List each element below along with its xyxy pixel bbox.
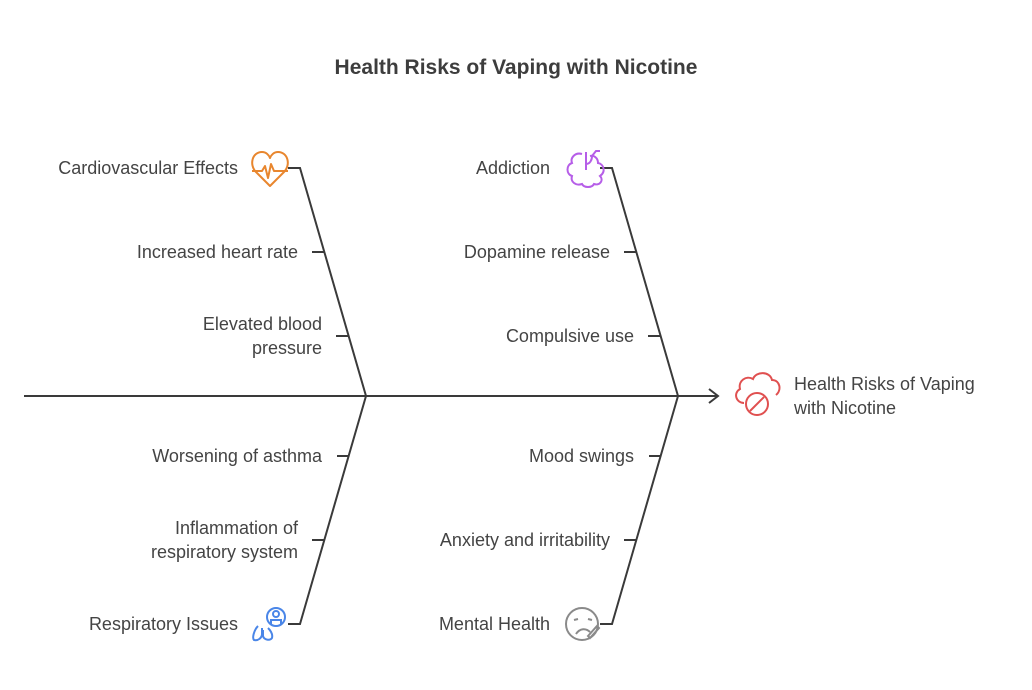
lungs-icon	[252, 607, 286, 642]
sick-face-icon	[565, 607, 601, 641]
brain-icon	[566, 150, 605, 188]
category-respiratory: Respiratory Issues	[89, 614, 238, 634]
category-mental-health: Mental Health	[439, 614, 550, 634]
cause-label: Anxiety and irritability	[440, 530, 610, 550]
right-branch	[600, 167, 680, 625]
diagram-title: Health Risks of Vaping with Nicotine	[335, 56, 698, 79]
effect-label-line2: with Nicotine	[793, 398, 896, 418]
cause-label: Mood swings	[529, 446, 634, 466]
cloud-prohibited-icon	[735, 372, 781, 416]
heart-pulse-icon	[251, 151, 289, 187]
category-cardiovascular: Cardiovascular Effects	[58, 158, 238, 178]
cause-label: Increased heart rate	[137, 242, 298, 262]
cause-label: Elevated blood	[203, 314, 322, 334]
spine-arrow	[708, 388, 720, 404]
category-addiction: Addiction	[476, 158, 550, 178]
effect-label-line1: Health Risks of Vaping	[794, 374, 975, 394]
cause-label: pressure	[252, 338, 322, 358]
cause-label: respiratory system	[151, 542, 298, 562]
cause-label: Compulsive use	[506, 326, 634, 346]
cause-label: Inflammation of	[175, 518, 299, 538]
cause-label: Worsening of asthma	[152, 446, 323, 466]
left-branch	[288, 167, 368, 625]
cause-label: Dopamine release	[464, 242, 610, 262]
